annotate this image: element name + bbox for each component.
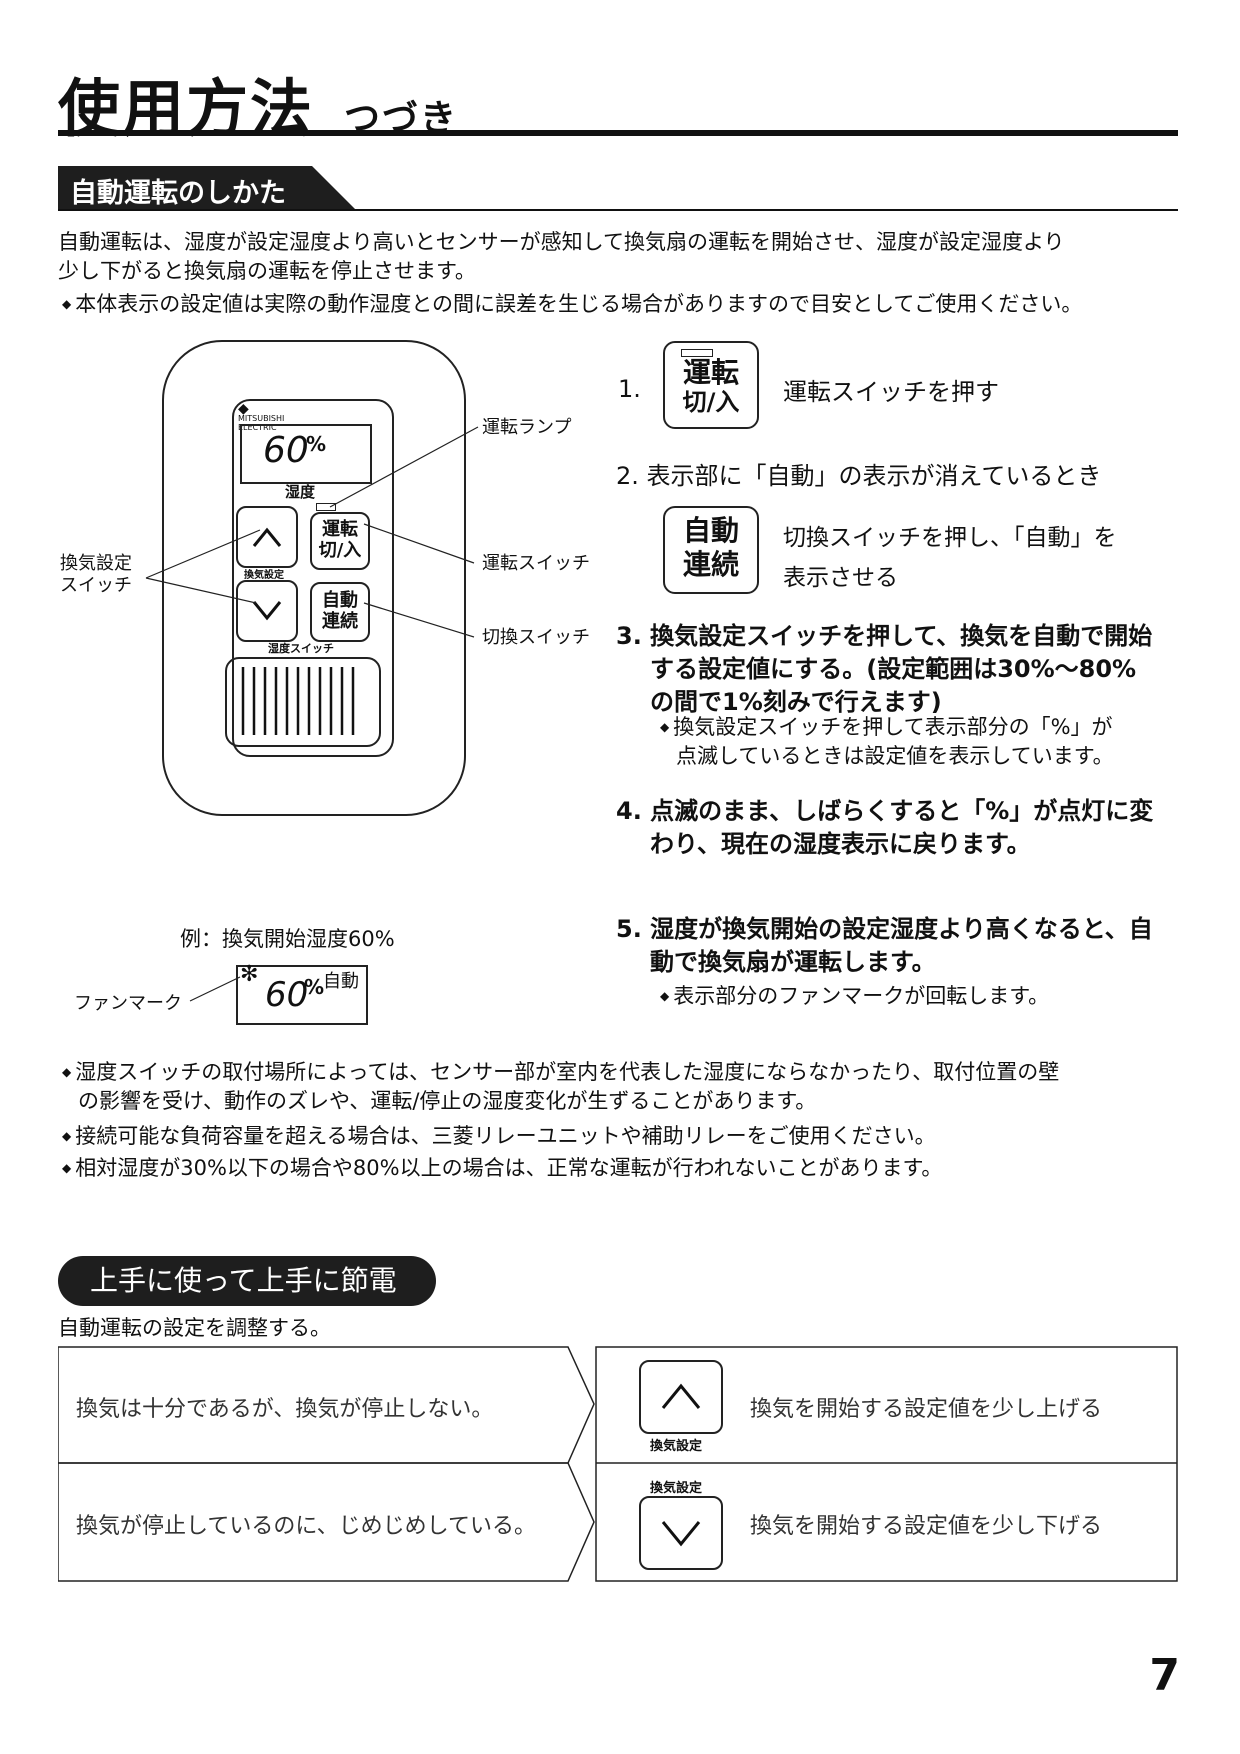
tip-row-2-problem: 換気が停止しているのに、じめじめしている。 <box>76 1514 537 1539</box>
intro-line-2: 少し下がると換気扇の運転を停止させます。 <box>58 259 476 283</box>
fan-mark-label: ファンマーク <box>74 993 182 1014</box>
lcd-display <box>240 424 372 484</box>
section2-heading: 上手に使って上手に節電 <box>58 1256 436 1306</box>
section-heading: 自動運転のしかた <box>70 178 286 209</box>
intro-note: 本体表示の設定値は実際の動作湿度との間に誤差を生じる場合がありますので目安として… <box>62 290 1082 319</box>
note-3: 相対湿度が30%以下の場合や80%以上の場合は、正常な運転が行われないことがあり… <box>62 1154 942 1183</box>
step1-power-key: 運転 切/入 <box>663 341 759 429</box>
lamp-icon <box>681 349 713 357</box>
tip-row-2-down-key <box>639 1496 723 1570</box>
display-unit: % <box>306 432 327 456</box>
power-key[interactable]: 運転 切/入 <box>310 512 370 570</box>
step5-text: 5. 湿度が換気開始の設定湿度より高くなると、自 動で換気扇が運転します。 <box>616 915 1153 976</box>
callout-mode-switch: 切換スイッチ <box>482 627 590 648</box>
humidity-switch-label: 湿度スイッチ <box>268 642 334 655</box>
intro-line-1: 自動運転は、湿度が設定湿度より高いとセンサーが感知して換気扇の運転を開始させ、湿… <box>58 230 1065 254</box>
step2-mode-key: 自動 連続 <box>663 506 759 594</box>
title-rule <box>58 130 1178 136</box>
section-heading-shape <box>58 166 356 210</box>
brand-logo: ◆ MITSUBISHI ELECTRIC <box>238 401 285 432</box>
mitsubishi-logo-icon: ◆ <box>238 401 249 417</box>
step3-note: 換気設定スイッチを押して表示部分の「%」が 点滅しているときは設定値を表示してい… <box>660 713 1113 771</box>
fan-icon: ✻ <box>240 962 259 987</box>
example-display <box>236 965 368 1025</box>
operation-lamp <box>316 503 336 511</box>
example-mode: 自動 <box>323 971 359 992</box>
tip-row-1-problem: 換気は十分であるが、換気が停止しない。 <box>76 1397 494 1422</box>
vent-down-key[interactable] <box>236 580 298 642</box>
vent-up-key[interactable] <box>236 506 298 568</box>
step1-text: 運転スイッチを押す <box>783 378 999 406</box>
fan-mark-callout-line <box>189 976 241 1002</box>
humidity-label: 湿度 <box>285 483 316 501</box>
section2-intro: 自動運転の設定を調整する。 <box>58 1316 331 1340</box>
vent-setting-label: 換気設定 <box>244 570 284 581</box>
chevron-up-icon <box>252 527 282 547</box>
grille-slots <box>241 667 355 735</box>
step2-text: 2. 表示部に「自動」の表示が消えているとき <box>616 462 1102 490</box>
tip-row-1-action: 換気を開始する設定値を少し上げる <box>750 1397 1103 1422</box>
chevron-down-icon <box>252 601 282 621</box>
step4-text: 4. 点滅のまま、しばらくすると「%」が点灯に変 わり、現在の湿度表示に戻ります… <box>616 797 1154 858</box>
switch-panel <box>232 399 394 757</box>
callout-vent-switch: 換気設定 スイッチ <box>60 553 132 596</box>
tip-row-2-key-label: 換気設定 <box>650 1481 703 1496</box>
callout-power-switch: 運転スイッチ <box>482 553 590 574</box>
section-rule <box>58 209 1178 211</box>
step5-note: 表示部分のファンマークが回転します。 <box>660 980 1049 1010</box>
tip-row-2-action: 換気を開始する設定値を少し下げる <box>750 1514 1103 1539</box>
chevron-up-icon <box>661 1383 701 1409</box>
tips-table-frame <box>58 1346 1178 1582</box>
chevron-down-icon <box>661 1521 701 1547</box>
page-number: 7 <box>1149 1650 1180 1701</box>
switch-device-outline <box>162 340 466 816</box>
display-value: 60 <box>263 430 309 471</box>
mode-key[interactable]: 自動 連続 <box>310 582 370 642</box>
note-2: 接続可能な負荷容量を超える場合は、三菱リレーユニットや補助リレーをご使用ください… <box>62 1122 935 1151</box>
callout-lines <box>145 426 479 638</box>
sensor-grille <box>225 657 381 747</box>
tip-row-1-up-key <box>639 1360 723 1434</box>
step2-subtext: 切換スイッチを押し、「自動」を 表示させる <box>783 525 1117 591</box>
example-unit: % <box>304 975 325 999</box>
note-1: 湿度スイッチの取付場所によっては、センサー部が室内を代表した湿度にならなかったり… <box>62 1058 1059 1116</box>
example-caption: 例：換気開始湿度60% <box>180 927 395 951</box>
step3-text: 3. 換気設定スイッチを押して、換気を自動で開始 する設定値にする。(設定範囲は… <box>616 622 1153 716</box>
example-value: 60 <box>265 975 309 1015</box>
callout-operation-lamp: 運転ランプ <box>482 417 572 438</box>
step1-number: 1. <box>618 375 641 403</box>
tip-row-1-key-label: 換気設定 <box>650 1439 703 1454</box>
